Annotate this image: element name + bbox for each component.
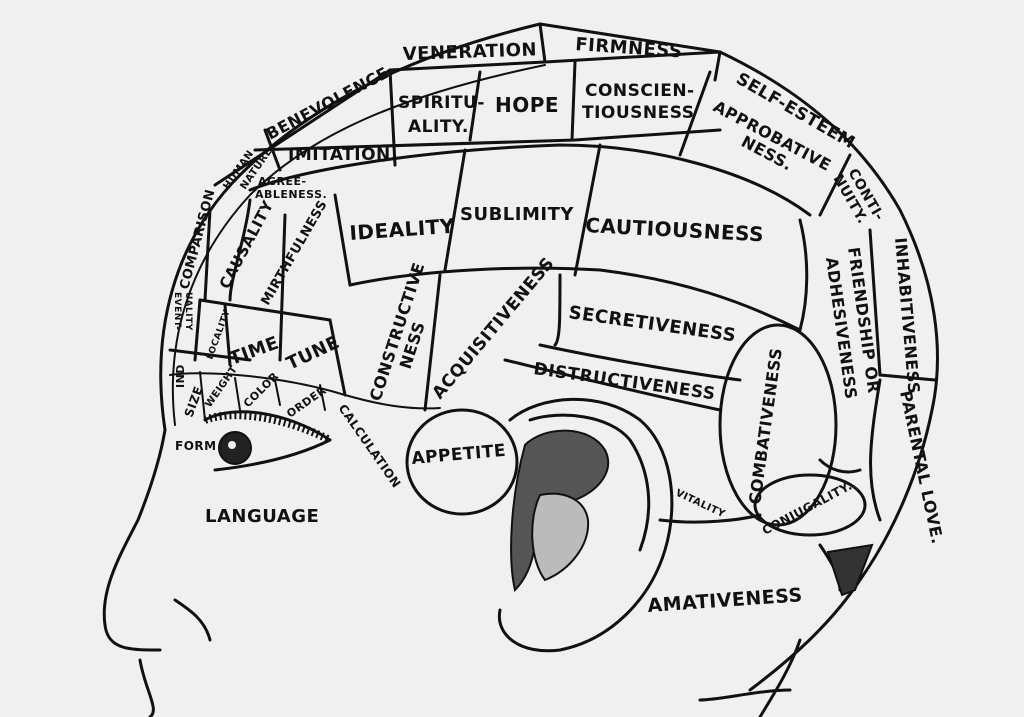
ear bbox=[497, 397, 674, 653]
label-acquisitiveness: ACQUISITIVENESS bbox=[429, 254, 559, 404]
eye bbox=[203, 410, 332, 472]
label-veneration: VENERATION bbox=[402, 39, 537, 65]
label-conscientiousness-2: TIOUSNESS bbox=[582, 103, 695, 123]
appetite-oval bbox=[405, 408, 519, 516]
label-conscientiousness-1: CONSCIEN- bbox=[585, 81, 695, 101]
label-benevolence: BENEVOLENCE bbox=[263, 63, 392, 144]
label-inhabitiveness: INHABITIVENESS bbox=[891, 237, 924, 395]
label-eventuality-1: EVENT- bbox=[172, 292, 182, 330]
region-dividers bbox=[168, 22, 937, 592]
label-time: TIME bbox=[227, 332, 282, 369]
label-calculation: CALCULATION bbox=[336, 402, 404, 491]
label-form: FORM bbox=[175, 439, 217, 453]
label-amativeness: AMATIVENESS bbox=[647, 584, 804, 617]
label-tune: TUNE bbox=[283, 332, 343, 375]
label-hope: HOPE bbox=[495, 93, 559, 117]
label-vitality: VITALITY bbox=[674, 488, 727, 521]
label-weight: WEIGHT bbox=[203, 364, 240, 410]
label-parental-love: PARENTAL LOVE. bbox=[896, 389, 947, 546]
shaded-patch bbox=[826, 543, 874, 597]
label-eventuality-2: UALITY bbox=[183, 292, 193, 331]
label-cautiousness: CAUTIOUSNESS bbox=[585, 213, 765, 246]
head-outline bbox=[102, 22, 939, 717]
label-ind: IND bbox=[174, 364, 187, 388]
label-appetite: APPETITE bbox=[411, 441, 507, 469]
label-language: LANGUAGE bbox=[205, 506, 319, 527]
combativeness-oval bbox=[718, 323, 838, 527]
label-destructiveness: DISTRUCTIVENESS bbox=[532, 359, 716, 404]
label-spirituality-1: SPIRITU- bbox=[398, 93, 485, 113]
label-imitation: IMITATION. bbox=[288, 145, 398, 165]
label-agreeableness-1: AGREE- bbox=[258, 175, 307, 188]
label-ideality: IDEALITY bbox=[349, 214, 456, 245]
label-sublimity: SUBLIMITY bbox=[460, 204, 574, 225]
label-spirituality-2: ALITY. bbox=[408, 117, 469, 137]
label-order: ORDER bbox=[284, 384, 329, 421]
label-causality: CAUSALITY bbox=[216, 197, 278, 292]
label-secretiveness: SECRETIVENESS bbox=[567, 302, 737, 346]
label-agreeableness-2: ABLENESS. bbox=[255, 188, 327, 201]
conjugality-oval bbox=[753, 473, 867, 537]
label-comparison: COMPARISON bbox=[177, 188, 218, 291]
label-combativeness: COMBATIVENESS bbox=[745, 347, 786, 506]
